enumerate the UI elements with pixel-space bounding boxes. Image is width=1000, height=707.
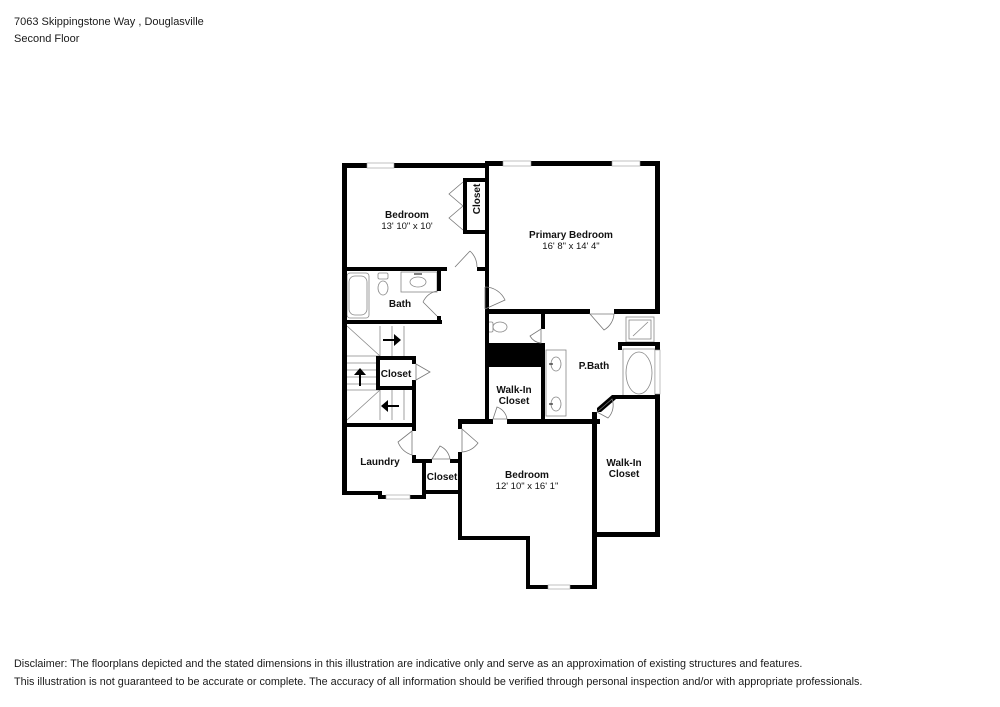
room-bedroom-2: Bedroom 12' 10" x 16' 1" — [496, 470, 559, 492]
sink-icon — [400, 271, 438, 293]
room-label: Closet — [381, 369, 412, 380]
room-stair-closet: Closet — [381, 369, 412, 380]
stair-arrow-up-icon — [354, 368, 366, 386]
windows — [366, 160, 661, 590]
room-label: Closet — [427, 472, 458, 483]
room-bath: Bath — [389, 299, 411, 310]
room-dimensions: 12' 10" x 16' 1" — [496, 481, 559, 492]
toilet-icon — [377, 272, 389, 296]
linen-block — [485, 347, 545, 367]
room-primary-bedroom: Primary Bedroom 16' 8" x 14' 4" — [529, 230, 613, 252]
floor-name: Second Floor — [14, 33, 80, 45]
soaking-tub-icon — [622, 348, 656, 398]
room-label: Bedroom — [385, 210, 429, 221]
room-label: Bath — [389, 299, 411, 310]
disclaimer-line-2: This illustration is not guaranteed to b… — [14, 676, 863, 688]
room-label: Closet — [499, 396, 530, 407]
room-label: Laundry — [360, 457, 400, 468]
room-dimensions: 13' 10" x 10' — [381, 221, 433, 232]
vanity-sinks-icon — [545, 349, 567, 417]
stair-arrow-right-icon — [383, 334, 401, 346]
room-walk-in-closet-2: Walk-In Closet — [606, 458, 641, 480]
doors — [397, 181, 615, 460]
room-laundry: Laundry — [360, 457, 400, 468]
room-label: Primary Bedroom — [529, 230, 613, 241]
room-label: Bedroom — [505, 470, 549, 481]
room-hall-closet: Closet — [427, 472, 458, 483]
room-label: Walk-In — [606, 458, 641, 469]
room-label: Walk-In — [496, 385, 531, 396]
room-label: Closet — [609, 469, 640, 480]
disclaimer: Disclaimer: The floorplans depicted and … — [14, 655, 862, 691]
property-address: 7063 Skippingstone Way , Douglasville — [14, 16, 204, 28]
plan-header: 7063 Skippingstone Way , Douglasville Se… — [14, 14, 204, 48]
room-closet-1: Closet — [472, 183, 483, 214]
stair-arrow-left-icon — [381, 400, 399, 412]
room-dimensions: 16' 8" x 14' 4" — [542, 241, 599, 252]
room-label: Closet — [472, 183, 483, 214]
walls — [342, 161, 660, 589]
shower-icon — [625, 316, 655, 343]
room-p-bath: P.Bath — [579, 361, 609, 372]
room-walk-in-closet-1: Walk-In Closet — [496, 385, 531, 407]
room-bedroom-1: Bedroom 13' 10" x 10' — [381, 210, 433, 232]
disclaimer-line-1: Disclaimer: The floorplans depicted and … — [14, 658, 803, 670]
stairs — [346, 325, 405, 421]
p-bath-toilet-icon — [487, 321, 508, 333]
room-label: P.Bath — [579, 361, 609, 372]
bathtub-icon — [346, 272, 370, 319]
